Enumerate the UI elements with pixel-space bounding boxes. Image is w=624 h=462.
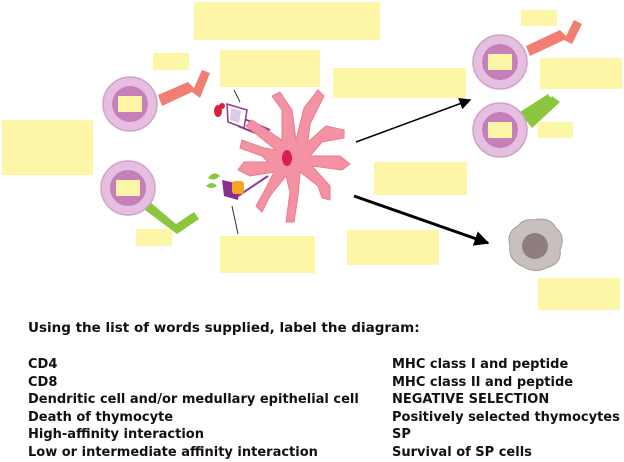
word-item: Low or intermediate affinity interaction [28, 444, 318, 460]
label-box[interactable] [194, 2, 380, 40]
label-box[interactable] [153, 53, 189, 70]
blank-label-boxes [2, 2, 622, 310]
word-item: CD8 [28, 374, 58, 390]
label-box [488, 122, 512, 138]
word-item: Dendritic cell and/or medullary epitheli… [28, 392, 359, 408]
dead-nucleus [522, 233, 548, 259]
label-box[interactable] [374, 162, 467, 195]
word-item: MHC class II and peptide [392, 374, 574, 390]
cd4-receptor [158, 70, 210, 106]
label-box[interactable] [538, 278, 620, 310]
word-item: Survival of SP cells [392, 444, 532, 460]
dead-thymocyte [508, 218, 563, 272]
thymocyte-cd4-left [102, 70, 210, 132]
cd4-receptor [526, 20, 582, 56]
thymocyte-cd8-left [100, 160, 199, 234]
dendritic-cell [237, 89, 351, 223]
arrows [353, 97, 490, 246]
cd8-receptor [145, 202, 199, 234]
word-list-right: MHC class I and peptide MHC class II and… [392, 356, 620, 462]
label-box[interactable] [136, 229, 172, 246]
label-box[interactable] [347, 230, 439, 265]
word-item: CD4 [28, 357, 58, 372]
label-box[interactable] [333, 68, 466, 98]
word-item: MHC class I and peptide [392, 357, 569, 372]
label-box[interactable] [220, 236, 315, 273]
word-list-left: CD4 CD8 Dendritic cell and/or medullary … [28, 356, 359, 462]
cd8-receptor [524, 96, 560, 128]
thymocyte-cd8-right [472, 94, 560, 158]
label-box[interactable] [521, 10, 557, 26]
word-item: High-affinity interaction [28, 427, 204, 443]
word-item: NEGATIVE SELECTION [392, 392, 550, 408]
label-box[interactable] [540, 58, 622, 89]
word-item: SP [392, 427, 411, 443]
label-box [488, 54, 512, 70]
label-box [116, 180, 140, 196]
label-box [118, 96, 142, 112]
arrow-to-survival [355, 97, 472, 143]
label-box[interactable] [538, 122, 573, 138]
instruction-text: Using the list of words supplied, label … [28, 320, 420, 336]
label-box[interactable] [2, 120, 93, 175]
mhc-class-i-molecule [206, 173, 269, 235]
dendritic-nucleus [282, 150, 292, 166]
label-box[interactable] [220, 50, 320, 87]
word-item: Positively selected thymocytes [392, 409, 620, 425]
thymocyte-cd4-right [472, 20, 582, 90]
word-item: Death of thymocyte [28, 409, 174, 425]
arrow-to-death [353, 194, 490, 246]
